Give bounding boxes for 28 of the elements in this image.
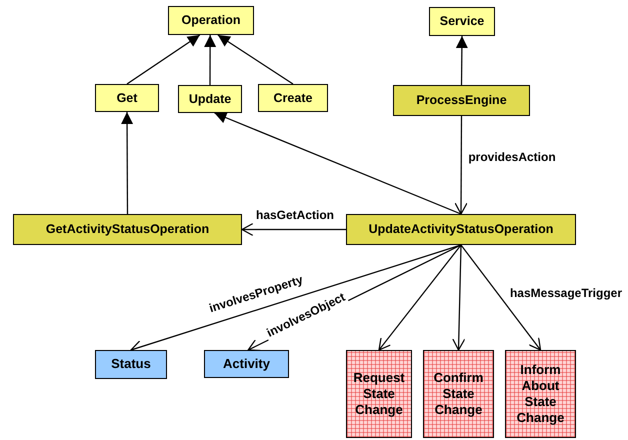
- instance-box: GetActivityStatusOperation: [13, 214, 242, 245]
- arrow: [241, 222, 346, 236]
- instance-box: UpdateActivityStatusOperation: [346, 214, 576, 245]
- class-box: Update: [178, 85, 242, 113]
- arrow: [204, 35, 216, 85]
- arrow: [130, 244, 462, 353]
- class-box: Create: [258, 84, 328, 112]
- arrow: [121, 112, 134, 214]
- class-box: Operation: [168, 6, 254, 35]
- edge-label: providesAction: [466, 150, 558, 164]
- arrow: [378, 244, 462, 351]
- arrow: [452, 244, 466, 351]
- message-box: Confirm State Change: [423, 350, 494, 438]
- instance-box: ProcessEngine: [393, 85, 530, 116]
- arrow: [218, 34, 294, 84]
- arrow: [456, 36, 468, 85]
- message-box: Request State Change: [346, 350, 412, 438]
- arrow: [126, 34, 200, 84]
- edge-label: hasMessageTrigger: [508, 286, 624, 300]
- class-box: Service: [429, 7, 495, 36]
- arrow: [214, 112, 462, 215]
- object-box: Status: [95, 350, 167, 379]
- arrow: [454, 116, 468, 215]
- arrow: [460, 244, 542, 351]
- edge-label: hasGetAction: [254, 208, 336, 222]
- object-box: Activity: [204, 350, 289, 378]
- class-box: Get: [95, 84, 159, 112]
- message-box: Inform About State Change: [505, 350, 576, 438]
